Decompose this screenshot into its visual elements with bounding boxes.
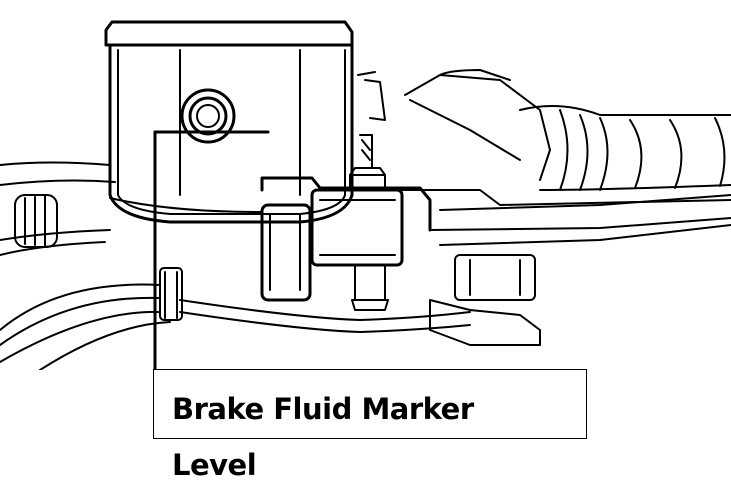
mirror-mount [159, 267, 183, 321]
callout-box [153, 369, 587, 439]
brake-hoses [0, 283, 471, 370]
brake-master-cylinder-drawing [0, 20, 731, 370]
handlebar-right [519, 105, 731, 191]
brake-lever [399, 69, 731, 346]
fluid-reservoir [104, 20, 354, 224]
handlebar-left [0, 161, 116, 256]
callout-label-line-2: Level [172, 448, 257, 482]
callout-leader-line [153, 130, 270, 370]
lever-clamp [260, 71, 432, 311]
callout-label-line-1: Brake Fluid Marker [172, 392, 474, 426]
